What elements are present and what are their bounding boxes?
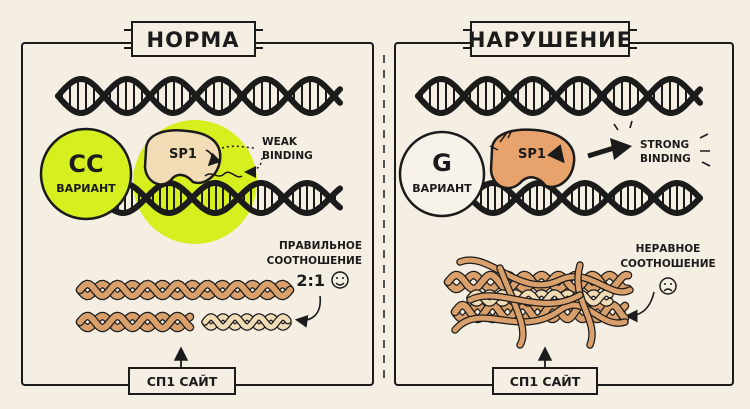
left-site-marker: СП1 САЙТ: [128, 346, 236, 395]
rna-strand: [77, 312, 193, 332]
dna-strand: [467, 179, 703, 217]
right-binding-annotation: STRONG BINDING: [587, 120, 711, 167]
left-binding-annotation: WEAK BINDING: [221, 136, 313, 178]
right-variant-label: ВАРИАНТ: [412, 182, 472, 195]
right-ratio-arrow-icon: [624, 291, 655, 323]
right-ratio-line1: НЕРАВНОЕ: [636, 243, 701, 255]
left-protein-body: [143, 129, 222, 186]
left-ratio-annotation: ПРАВИЛЬНОЕ СООТНОШЕНИЕ 2:1: [267, 240, 362, 328]
rna-tangle: [452, 302, 628, 333]
right-title: НАРУШЕНИЕ: [468, 28, 632, 52]
left-variant-code: CC: [68, 150, 103, 178]
right-binding-line1: STRONG: [640, 139, 689, 151]
right-strong-arrow-icon: [610, 138, 632, 160]
rna-tangle: [497, 265, 526, 348]
left-title-banner: НОРМА: [124, 21, 263, 57]
right-motion-lines-icon: [489, 129, 513, 151]
left-title-box: [131, 21, 256, 57]
right-title-banner: НАРУШЕНИЕ: [463, 21, 637, 57]
left-binding-dotted-pointer-icon: [244, 157, 263, 178]
left-variant-badge: CC ВАРИАНТ: [39, 127, 133, 221]
dna-strand: [97, 179, 343, 217]
left-protein-arrow-icon: [205, 149, 222, 167]
right-tangled-rna-strands: [443, 256, 634, 349]
left-ratio-line1: ПРАВИЛЬНОЕ: [279, 240, 362, 252]
rna-strand: [77, 280, 293, 300]
frown-icon: [659, 277, 677, 295]
left-binding-dotted-arrow-icon: [221, 145, 257, 149]
left-binding-line1: WEAK: [262, 136, 298, 148]
left-sp1-protein: SP1: [143, 129, 243, 186]
rna-tangle: [467, 292, 583, 306]
right-strong-arrow-shaft: [587, 145, 615, 159]
left-variant-circle: [39, 127, 133, 221]
dna-strand: [467, 179, 703, 217]
rna-tangle: [575, 262, 595, 348]
right-variant-circle: [398, 130, 486, 218]
right-protein-arrow-icon: [546, 144, 565, 164]
dna-strand: [97, 179, 343, 217]
right-variant-badge: G ВАРИАНТ: [398, 130, 486, 218]
rna-tangle: [457, 257, 633, 295]
right-ratio-annotation: НЕРАВНОЕ СООТНОШЕНИЕ: [620, 243, 716, 323]
left-site-box: [128, 367, 236, 395]
left-weak-squiggle-icon: [204, 171, 243, 178]
right-sp1-protein: SP1: [489, 128, 576, 190]
right-protein-label: SP1: [518, 147, 546, 162]
left-site-label: СП1 САЙТ: [147, 374, 218, 389]
right-bottom-dna-helix: [467, 179, 703, 217]
left-title: НОРМА: [147, 28, 240, 52]
right-top-dna-helix: [415, 75, 703, 117]
right-site-marker: СП1 САЙТ: [492, 346, 598, 395]
left-bottom-dna-helix: [97, 179, 343, 217]
right-variant-code: G: [432, 149, 452, 177]
rna-strand: [202, 314, 291, 330]
dna-strand: [55, 75, 343, 117]
right-ratio-line2: СООТНОШЕНИЕ: [620, 258, 715, 270]
right-site-box: [492, 367, 598, 395]
left-variant-label: ВАРИАНТ: [56, 182, 116, 195]
left-top-dna-helix: [55, 75, 343, 117]
right-burst-lines-icon: [613, 120, 711, 167]
left-ratio-line2: СООТНОШЕНИЕ: [267, 255, 362, 267]
left-binding-line2: BINDING: [262, 150, 313, 162]
right-site-label: СП1 САЙТ: [510, 374, 581, 389]
left-protein-label: SP1: [169, 147, 197, 162]
left-ratio-arrow-icon: [294, 295, 322, 328]
left-ordered-rna-strands: [75, 279, 295, 333]
right-title-box: [470, 21, 630, 57]
right-title-ribbon: [463, 29, 637, 49]
right-binding-line2: BINDING: [640, 153, 691, 165]
dna-strand: [415, 75, 703, 117]
left-title-ribbon: [124, 29, 263, 49]
smile-icon: [331, 271, 349, 289]
left-ratio-value: 2:1: [296, 271, 325, 290]
